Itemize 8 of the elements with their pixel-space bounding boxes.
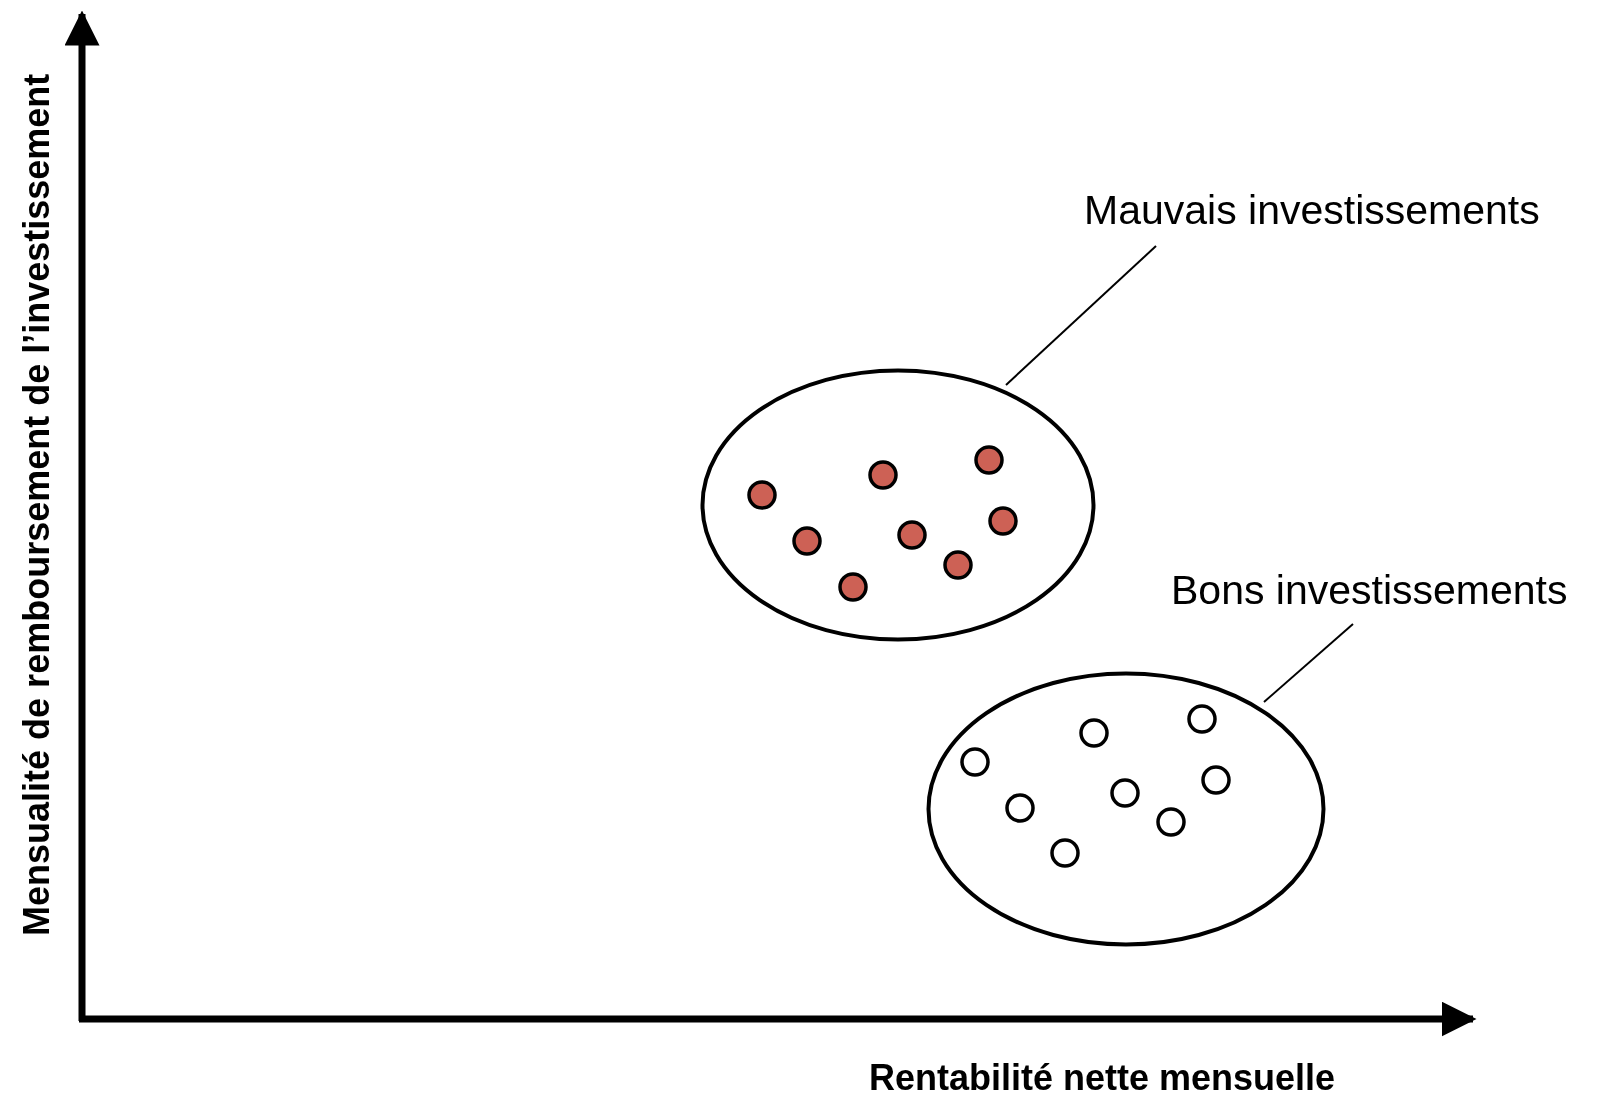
- cluster-ellipse: [926, 671, 1326, 947]
- leader-line: [1263, 623, 1354, 703]
- cluster-ellipse: [700, 368, 1096, 642]
- cluster-label: Mauvais investissements: [1084, 188, 1540, 234]
- cluster-label: Bons investissements: [1171, 568, 1568, 614]
- x-axis-label: Rentabilité nette mensuelle: [869, 1058, 1336, 1095]
- y-axis-label: Mensualité de remboursement de l’investissement: [17, 73, 57, 936]
- leader-line: [1005, 245, 1157, 386]
